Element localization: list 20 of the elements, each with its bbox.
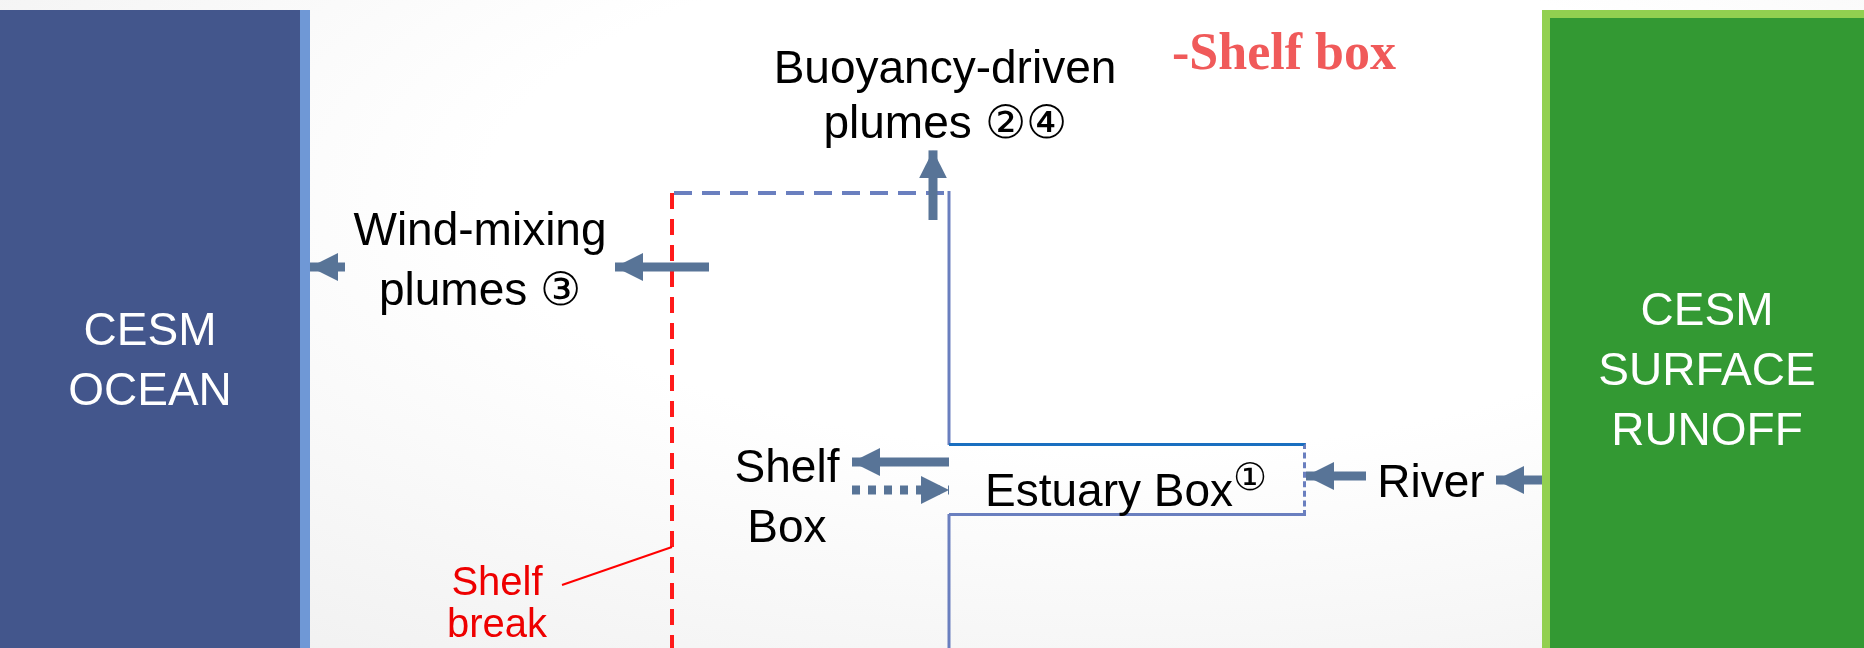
node-text: Estuary Box$^{①}$ bbox=[984, 454, 1268, 519]
arrow bbox=[852, 448, 949, 476]
arrow bbox=[1306, 462, 1366, 490]
ocean-block bbox=[0, 10, 310, 648]
arrow bbox=[310, 253, 345, 281]
river-label: River bbox=[1376, 454, 1486, 509]
node-text: CESM SURFACE RUNOFF bbox=[1597, 282, 1817, 457]
node-text: CESM OCEAN bbox=[67, 302, 233, 417]
plume-label: Wind-mixing plumes ③ bbox=[352, 202, 608, 317]
arrow bbox=[852, 476, 949, 504]
arrow bbox=[615, 253, 709, 281]
leader-line bbox=[561, 546, 673, 586]
shelf-break-label: Shelf break bbox=[445, 560, 549, 644]
runoff-block bbox=[1542, 10, 1864, 648]
estuary-box bbox=[949, 443, 1306, 516]
arrow bbox=[1496, 466, 1542, 494]
arrow bbox=[919, 150, 947, 220]
shelf-box-label: Shelf Box bbox=[733, 439, 841, 554]
plume-label: Buoyancy-driven plumes ②④ bbox=[772, 40, 1118, 151]
title-text: -Shelf box bbox=[1172, 22, 1396, 81]
